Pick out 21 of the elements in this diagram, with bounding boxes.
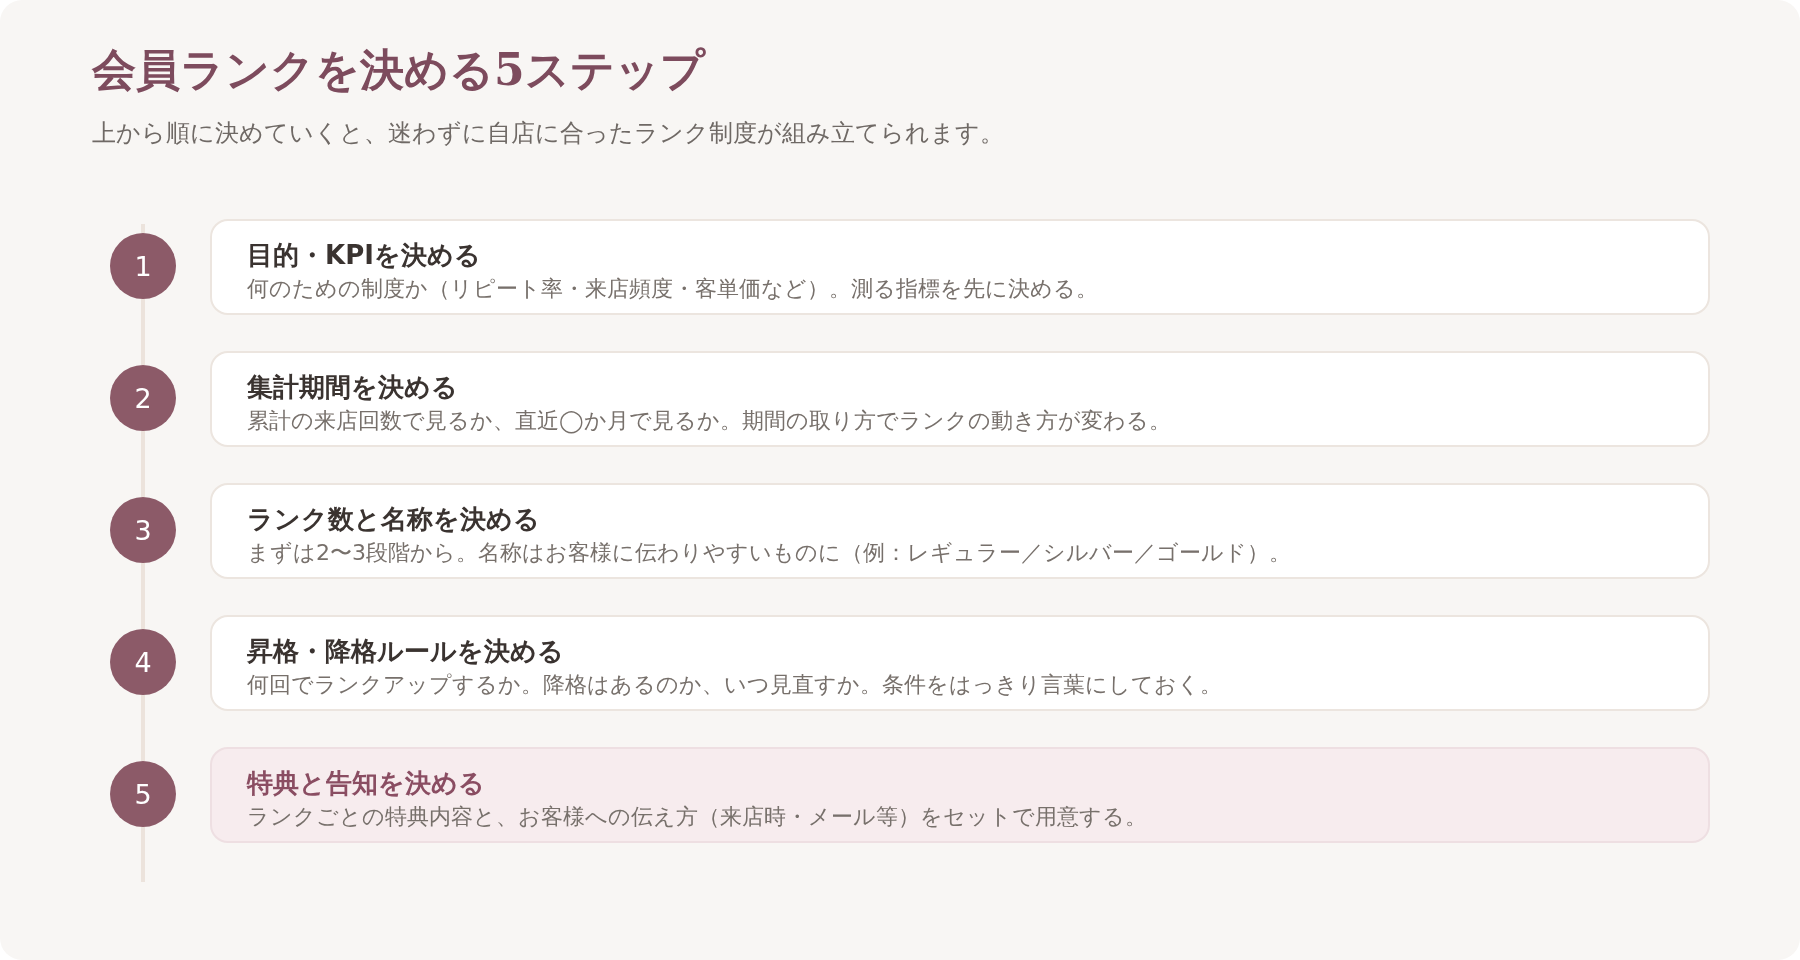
- step-number: 1: [134, 252, 152, 280]
- step-heading: ランク数と名称を決める: [247, 503, 541, 536]
- step-heading: 特典と告知を決める: [247, 767, 486, 800]
- step-heading: 集計期間を決める: [247, 371, 459, 404]
- step-number: 2: [134, 384, 152, 412]
- step-heading: 昇格・降格ルールを決める: [247, 635, 565, 668]
- step-number: 4: [134, 648, 152, 676]
- step-description: 何回でランクアップするか。降格はあるのか、いつ見直すか。条件をはっきり言葉にしておく。: [247, 671, 1223, 699]
- step-description: 累計の来店回数で見るか、直近◯か月で見るか。期間の取り方でランクの動き方が変わる。: [247, 407, 1172, 436]
- step-description: まずは2〜3段階から。名称はお客様に伝わりやすいものに（例：レギュラー／シルバー／ゴールド）。: [247, 539, 1292, 567]
- step-heading: 目的・KPIを決める: [247, 239, 482, 272]
- step-card: [210, 615, 1710, 711]
- subtitle: 上から順に決めていくと、迷わずに自店に合ったランク制度が組み立てられます。: [92, 118, 1004, 149]
- step-card: [210, 351, 1710, 447]
- step-card: [210, 219, 1710, 315]
- step-card: [210, 483, 1710, 579]
- step-number: 5: [134, 780, 152, 808]
- step-description: 何のための制度か（リピート率・来店頻度・客単価など）。測る指標を先に決める。: [247, 275, 1099, 303]
- step-number: 3: [134, 516, 152, 544]
- step-description: ランクごとの特典内容と、お客様への伝え方（来店時・メール等）をセットで用意する。: [247, 803, 1148, 831]
- page-title: 会員ランクを決める5ステップ: [92, 44, 705, 97]
